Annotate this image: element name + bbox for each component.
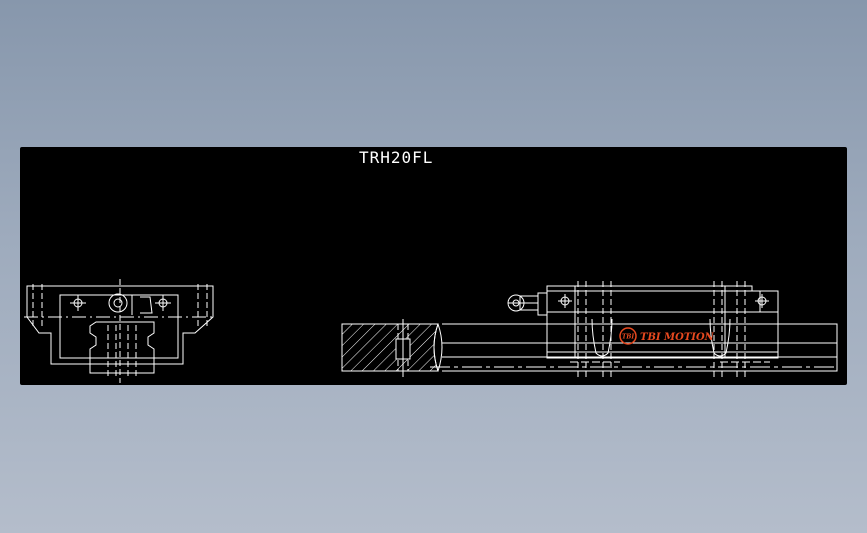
end-view-rail xyxy=(89,321,155,374)
cad-viewport[interactable]: TRH20FL xyxy=(20,147,847,385)
end-view-hidden-lines xyxy=(32,279,208,383)
rail-section-hatched xyxy=(341,323,439,372)
tbi-logo-text: TBI MOTION xyxy=(640,332,715,343)
grease-nipple-circle xyxy=(108,293,128,313)
end-view-body xyxy=(59,294,179,359)
end-view xyxy=(24,279,216,383)
end-seal-left xyxy=(537,292,547,316)
tbi-logo-badge-text: TBI xyxy=(622,334,635,341)
carriage-body xyxy=(546,285,779,359)
grease-nipple-inner xyxy=(113,298,123,308)
tbi-logo: TBI TBI MOTION xyxy=(619,327,715,345)
recirculation-right xyxy=(709,318,731,357)
tbi-logo-badge xyxy=(619,327,637,345)
drawing-title: TRH20FL xyxy=(359,148,433,167)
side-view-hidden-lines xyxy=(577,281,746,379)
rail xyxy=(442,323,838,372)
cad-drawing: TRH20FL xyxy=(24,148,838,383)
rail-section-break xyxy=(437,323,443,372)
end-view-flange xyxy=(26,285,214,365)
recirculation-left xyxy=(591,318,613,357)
ball-groove-right xyxy=(131,295,153,315)
side-grease-nipple xyxy=(507,294,539,312)
side-view: TBI TBI MOTION xyxy=(341,281,838,379)
